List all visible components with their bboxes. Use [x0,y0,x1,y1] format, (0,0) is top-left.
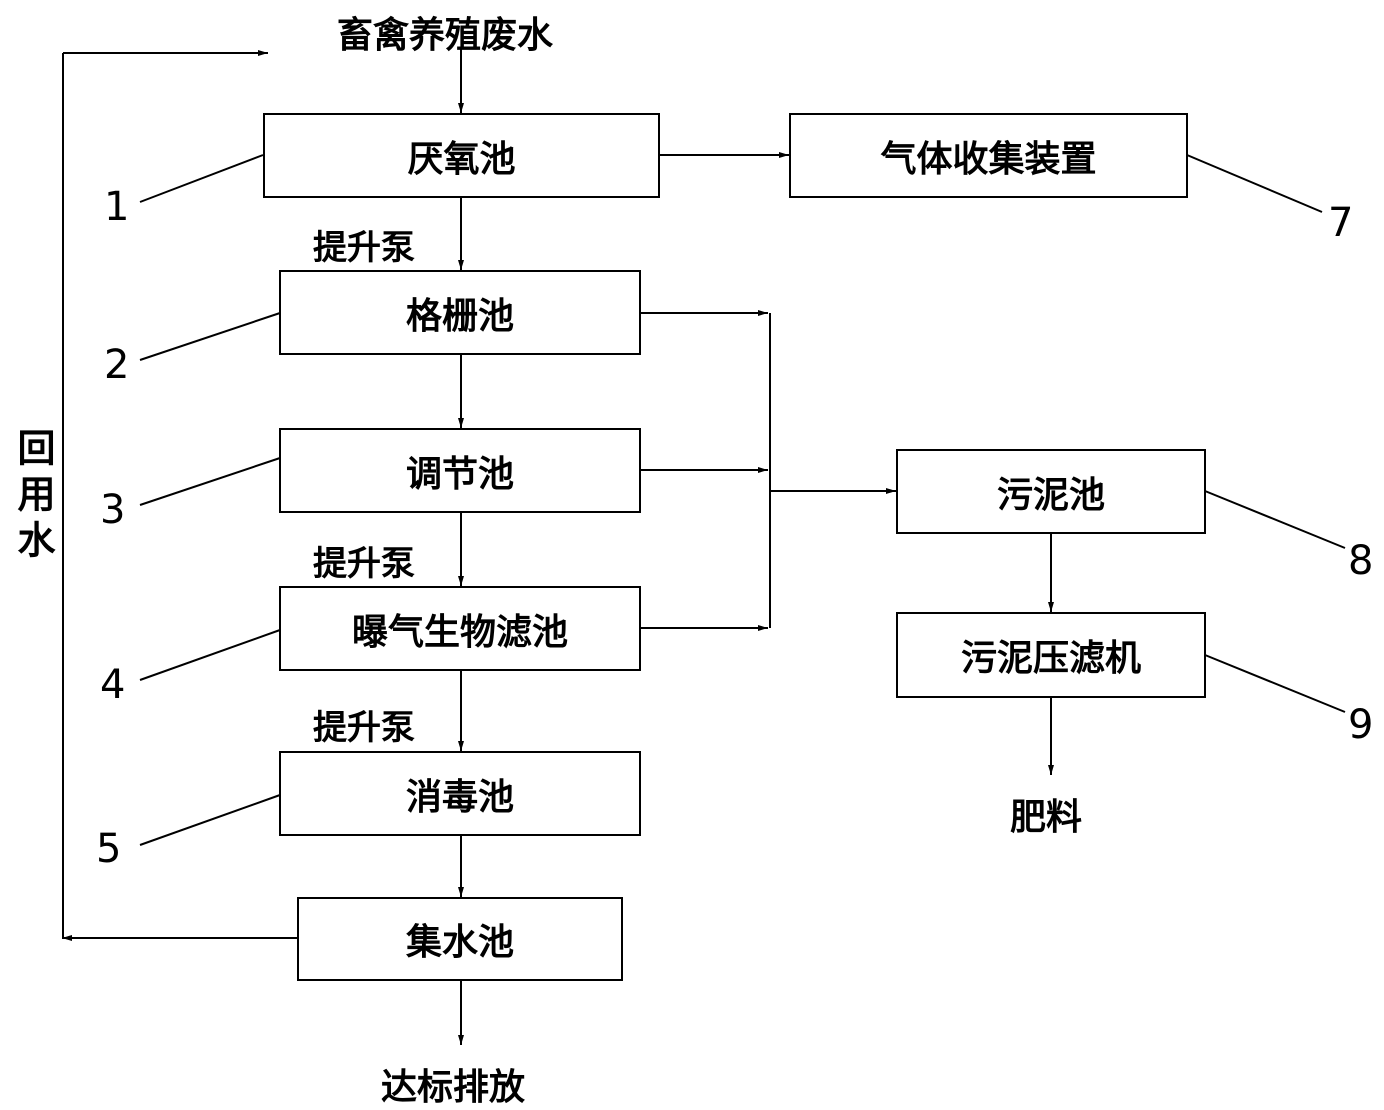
disinfect-tank-box: 消毒池 [279,751,641,836]
ref-number-9: 9 [1348,702,1374,748]
pump-label: 提升泵 [313,708,415,748]
leader-7 [1186,154,1323,213]
ref-number-8: 8 [1348,538,1374,584]
output-label: 达标排放 [381,1067,526,1108]
ref-number-3: 3 [100,487,126,533]
pump-label: 提升泵 [313,228,415,268]
leader-2 [139,312,281,361]
sludge-tank-box: 污泥池 [896,449,1206,534]
ref-number-5: 5 [96,826,122,872]
leader-5 [139,794,281,846]
leader-1 [139,154,264,203]
ref-number-1: 1 [104,184,130,230]
aeration-filter-box: 曝气生物滤池 [279,586,641,671]
recycle-label: 回用水 [11,428,55,566]
leader-9 [1204,654,1346,713]
anaerobic-tank-box: 厌氧池 [263,113,660,198]
leader-3 [139,457,281,506]
ref-number-2: 2 [104,342,130,388]
gas-collection-box: 气体收集装置 [789,113,1188,198]
ref-number-7: 7 [1328,200,1354,246]
fertilizer-label: 肥料 [1010,797,1083,838]
pump-label: 提升泵 [313,544,415,584]
collect-tank-box: 集水池 [297,897,623,981]
ref-number-4: 4 [100,662,126,708]
grid-tank-box: 格栅池 [279,270,641,355]
adjust-tank-box: 调节池 [279,428,641,513]
sludge-press-box: 污泥压滤机 [896,612,1206,698]
leader-4 [139,629,281,681]
leader-8 [1204,490,1346,549]
input-label: 畜禽养殖废水 [337,15,554,56]
